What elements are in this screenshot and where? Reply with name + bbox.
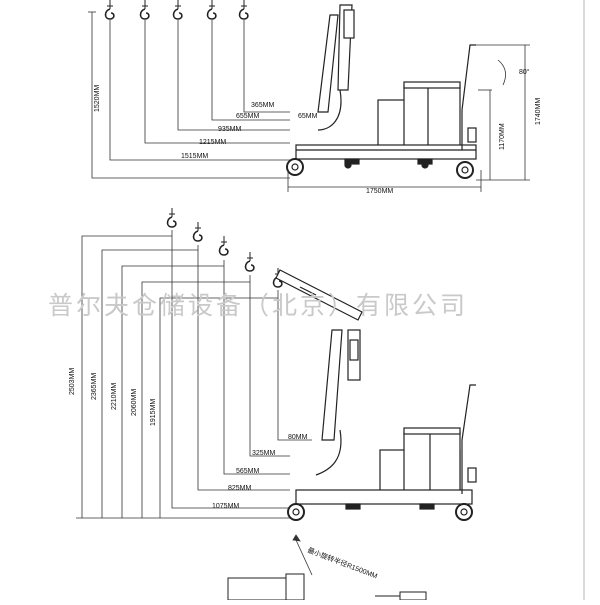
dim-label: 1215MM bbox=[199, 139, 226, 146]
dim-label: 2210MM bbox=[111, 383, 118, 410]
dim-label: 1750MM bbox=[366, 188, 393, 195]
hook-icon bbox=[238, 0, 249, 20]
top-view: 365MM 655MM 935MM 1215MM 1515MM 65MM 152… bbox=[88, 0, 542, 195]
dim-label: 565MM bbox=[236, 468, 260, 475]
hook-icon bbox=[192, 221, 203, 242]
crane-top bbox=[286, 4, 477, 179]
hook-icon bbox=[166, 207, 177, 228]
crane-bottom bbox=[275, 269, 477, 521]
dim-label: 1075MM bbox=[212, 503, 239, 510]
dim-label: 2060MM bbox=[131, 389, 138, 416]
dim-label: 80MM bbox=[288, 434, 308, 441]
hook-icon bbox=[218, 235, 229, 256]
bottom-partial-view bbox=[227, 573, 427, 601]
dim-label: 2365MM bbox=[91, 373, 98, 400]
dim-label: 1515MM bbox=[181, 153, 208, 160]
dim-label: 825MM bbox=[228, 485, 252, 492]
dim-label: 2503MM bbox=[69, 368, 76, 395]
dim-label: 1520MM bbox=[94, 85, 101, 112]
dim-label: 1740MM bbox=[535, 98, 542, 125]
turning-radius-label: 最小旋转半径R1500MM bbox=[306, 545, 379, 580]
hook-icon bbox=[206, 0, 217, 20]
hook-icon bbox=[139, 0, 150, 20]
dim-label: 325MM bbox=[252, 450, 276, 457]
angle-label: 80° bbox=[519, 68, 530, 76]
dim-label: 365MM bbox=[251, 102, 275, 109]
dim-label: 1915MM bbox=[150, 399, 157, 426]
dim-label: 65MM bbox=[298, 113, 318, 120]
watermark: 普尔夫仓储设备（北京）有限公司 bbox=[48, 292, 468, 320]
dim-label: 655MM bbox=[236, 113, 260, 120]
bottom-view: 2503MM 2365MM 2210MM 2060MM 1915MM 80MM … bbox=[69, 207, 477, 601]
hook-icon bbox=[104, 0, 115, 20]
dim-label: 935MM bbox=[218, 126, 242, 133]
dim-label: 1170MM bbox=[499, 123, 506, 150]
hook-icon bbox=[172, 0, 183, 20]
hook-icon bbox=[244, 251, 255, 272]
